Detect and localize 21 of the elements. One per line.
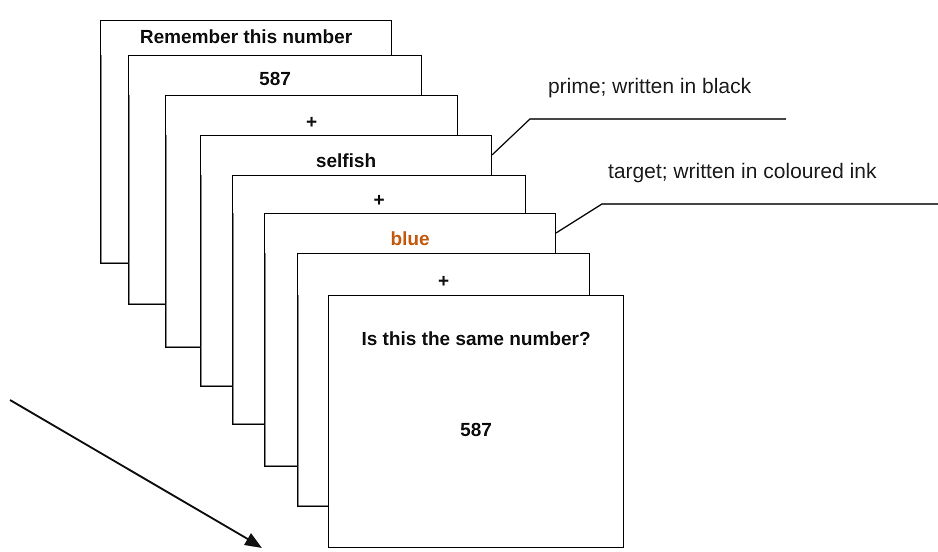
slide-card bbox=[297, 253, 590, 295]
slide-card bbox=[128, 55, 422, 95]
slide-text: 587 bbox=[459, 420, 493, 442]
slide-card bbox=[328, 295, 624, 548]
slide-text: Is this the same number? bbox=[360, 329, 592, 351]
annotation-text: target; written in coloured ink bbox=[608, 160, 876, 184]
slide-text: blue bbox=[389, 229, 431, 251]
slide-card bbox=[100, 20, 392, 55]
slide-text: 587 bbox=[258, 69, 292, 91]
leader-line bbox=[556, 203, 938, 234]
slide-card bbox=[200, 135, 492, 175]
slide-card bbox=[264, 213, 556, 253]
annotation-text: prime; written in black bbox=[548, 75, 752, 99]
leader-line bbox=[492, 118, 786, 156]
slide-text: + bbox=[372, 190, 386, 212]
slide-card bbox=[165, 95, 458, 135]
slide-text: + bbox=[436, 271, 450, 293]
slide-text: Remember this number bbox=[138, 27, 354, 49]
slide-text: selfish bbox=[314, 151, 378, 173]
slide-text: + bbox=[304, 112, 318, 134]
slide-card bbox=[232, 175, 526, 213]
